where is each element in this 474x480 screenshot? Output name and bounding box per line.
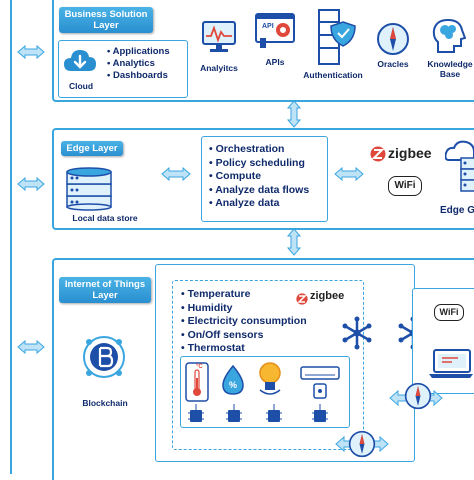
business-items-list: Applications Analytics Dashboards (107, 46, 170, 82)
apis-label: APIs (265, 57, 285, 67)
iot-item: On/Off sensors (181, 329, 307, 343)
laptop-icon (428, 348, 474, 385)
cloud-icon (63, 47, 97, 80)
iot-item: Thermostat (181, 342, 307, 356)
iot-item: Electricity consumption (181, 315, 307, 329)
business-item: Analytics (107, 58, 170, 70)
iot-zigbee-text: zigbee (310, 290, 345, 302)
air-conditioner-icon (300, 366, 340, 405)
network-node-icon (340, 316, 374, 355)
left-arrow-business (16, 44, 46, 60)
edge-items-list: Orchestration Policy scheduling Compute … (209, 143, 309, 211)
edge-wifi-text: WiFi (394, 180, 416, 191)
edge-gateway-icon (444, 138, 474, 205)
analytics-label: Analyitcs (200, 63, 238, 73)
brain-head-icon (432, 18, 467, 59)
iot-item: Humidity (181, 302, 307, 316)
smart-bulb-icon (256, 360, 284, 405)
iot-wifi-text: WiFi (439, 307, 459, 317)
knowledge-base-label: Knowledge Base (427, 59, 473, 79)
edge-arrow-left (160, 166, 192, 182)
monitor-chart-icon (202, 20, 236, 59)
blockchain-label: Blockchain (82, 398, 128, 408)
iot-layer-title: Internet of Things Layer (59, 277, 151, 303)
cloud-label: Cloud (68, 81, 94, 91)
vertical-arrow-edge-iot (286, 228, 302, 256)
gateway-compass-icon (404, 382, 432, 415)
wifi-badge: WiFi (388, 176, 422, 196)
edge-layer-title: Edge Layer (61, 141, 123, 156)
business-layer-title: Business Solution Layer (59, 7, 153, 33)
iot-zigbee-logo-icon (296, 292, 308, 310)
business-bullets-box: Cloud Applications Analytics Dashboards (58, 40, 188, 98)
edge-functions-box: Orchestration Policy scheduling Compute … (201, 136, 328, 222)
authentication-label: Authentication (303, 70, 363, 80)
edge-gateway-label: Edge G (440, 205, 474, 216)
blockchain-icon (80, 333, 128, 388)
iot-wifi-badge: WiFi (434, 304, 464, 321)
iot-item: Temperature (181, 288, 307, 302)
edge-item: Orchestration (209, 143, 309, 157)
server-shield-icon (317, 8, 357, 71)
iot-items-list: Temperature Humidity Electricity consump… (181, 288, 307, 356)
vertical-arrow-business-edge (286, 100, 302, 128)
compass-icon (376, 22, 410, 61)
database-icon (65, 165, 113, 216)
business-item: Dashboards (107, 70, 170, 82)
local-data-store-label: Local data store (72, 213, 138, 223)
thermometer-phone-icon (185, 362, 209, 407)
edge-item: Policy scheduling (209, 157, 309, 171)
edge-item: Analyze data flows (209, 184, 309, 198)
business-item: Applications (107, 46, 170, 58)
api-tag: API (262, 23, 274, 30)
left-arrow-edge (16, 176, 46, 192)
api-gear-icon (255, 13, 295, 56)
left-arrow-iot (16, 339, 46, 355)
edge-arrow-right (333, 166, 365, 182)
humidity-icon (218, 364, 248, 401)
edge-item: Analyze data (209, 197, 309, 211)
bottom-compass-icon (348, 430, 376, 463)
oracles-label: Oracles (377, 59, 409, 69)
humidity-unit-tag: % (229, 380, 238, 390)
edge-zigbee-text: zigbee (388, 145, 432, 161)
iot-sensors-group (172, 280, 364, 450)
sensor-chips-row (186, 404, 336, 431)
temp-unit-tag: °C (196, 364, 203, 370)
edge-item: Compute (209, 170, 309, 184)
zigbee-logo-icon (370, 146, 386, 167)
left-frame-line (0, 0, 12, 474)
